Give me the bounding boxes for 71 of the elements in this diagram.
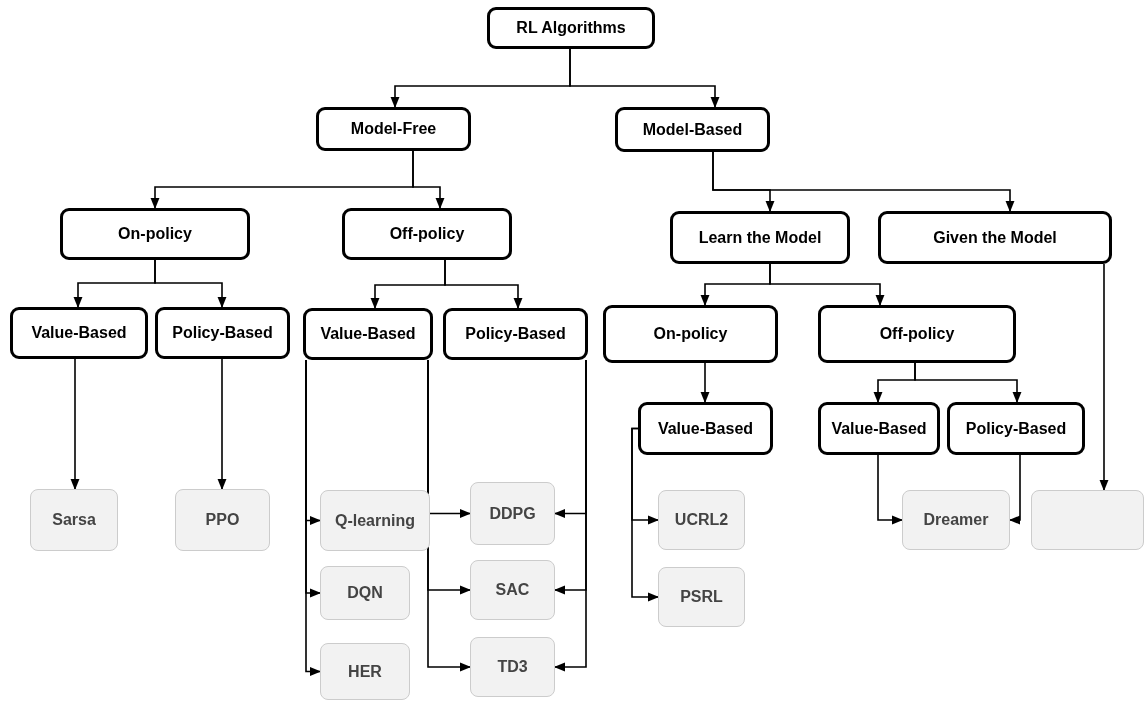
category-box: [638, 402, 773, 455]
algorithm-box: [30, 489, 118, 551]
arrow: [217, 358, 227, 491]
node-label: DDPG: [489, 504, 536, 523]
category-box: [670, 211, 850, 264]
arrow: [712, 151, 1015, 213]
node-label: Policy-Based: [465, 325, 566, 343]
algorithm-box: [658, 567, 745, 627]
node-label: Policy-Based: [965, 419, 1067, 438]
category-box: [10, 307, 148, 359]
arrow: [553, 359, 587, 672]
algorithm-box: [470, 482, 555, 545]
node-label: Dreamer: [923, 511, 989, 529]
category-box: [818, 305, 1016, 363]
node-label: Value-Based: [657, 419, 754, 438]
algorithm-box: [902, 490, 1010, 550]
category-box: [342, 208, 512, 260]
category-box: [878, 211, 1112, 264]
arrow: [769, 263, 885, 307]
node-label: SAC: [495, 581, 530, 599]
node-label: Model-Free: [350, 120, 437, 138]
algorithm-box: [1031, 490, 1144, 550]
arrow: [877, 454, 904, 525]
node-label: Value-Based: [831, 419, 927, 438]
arrow: [444, 259, 523, 310]
arrow: [1099, 263, 1109, 492]
algorithm-box: [320, 643, 410, 700]
algorithm-box: [470, 637, 555, 697]
node-label: RL Algorithms: [516, 19, 626, 37]
arrow: [569, 48, 720, 109]
node-label: DQN: [347, 584, 383, 602]
arrow: [631, 427, 660, 602]
node-label: PSRL: [680, 588, 723, 606]
arrow: [154, 259, 227, 309]
node-label: On-policy: [118, 225, 192, 243]
node-label: Value-Based: [320, 325, 416, 343]
category-box: [316, 107, 471, 151]
category-box: [303, 308, 433, 360]
arrow: [700, 362, 710, 404]
node-label: Policy-Based: [172, 324, 273, 342]
node-label: Value-Based: [31, 324, 127, 342]
node-label: UCRL2: [674, 511, 729, 529]
category-box: [947, 402, 1085, 455]
category-box: [155, 307, 290, 359]
arrow: [914, 362, 1022, 404]
arrow: [305, 359, 322, 676]
node-label: Learn the Model: [698, 228, 822, 247]
node-label: Off-policy: [389, 225, 465, 243]
node-label: Q-learning: [335, 511, 415, 530]
category-box: [603, 305, 778, 363]
algorithm-box: [320, 490, 430, 551]
category-box: [443, 308, 588, 360]
algorithm-box: [470, 560, 555, 620]
node-label: HER: [348, 662, 382, 681]
algorithm-box: [658, 490, 745, 550]
category-box: [60, 208, 250, 260]
arrow: [70, 358, 80, 491]
node-label: On-policy: [653, 325, 728, 343]
category-box: [818, 402, 940, 455]
node-label: PPO: [205, 511, 240, 529]
algorithm-box: [320, 566, 410, 620]
node-label: TD3: [497, 658, 528, 676]
node-label: Model-Based: [642, 120, 743, 139]
algorithm-box: [175, 489, 270, 551]
node-label: Off-policy: [879, 325, 955, 343]
arrow: [412, 150, 445, 210]
category-box: [487, 7, 655, 49]
category-box: [615, 107, 770, 152]
node-label: Sarsa: [52, 511, 96, 529]
node-label: Given the Model: [933, 228, 1057, 247]
arrow: [1008, 454, 1021, 525]
